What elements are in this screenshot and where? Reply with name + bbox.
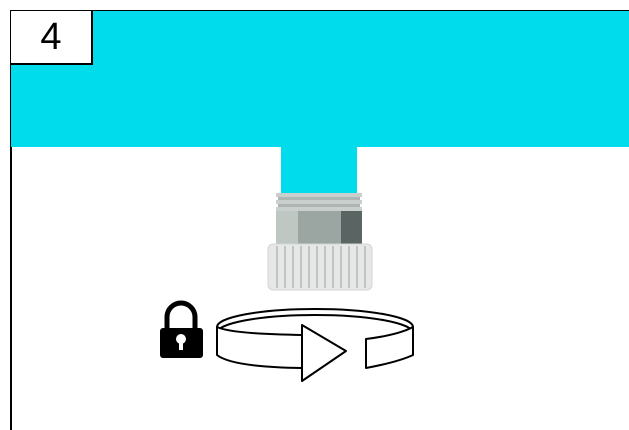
pipe-horizontal (11, 11, 629, 147)
step-number-badge: 4 (11, 11, 93, 65)
padlock-icon (160, 300, 203, 358)
cyan-pipe (11, 11, 629, 194)
step-number: 4 (40, 16, 62, 58)
pipe-stem (281, 146, 357, 194)
hex-nut (276, 211, 362, 244)
rotate-clockwise-arrow-icon (216, 308, 414, 382)
thread-section (276, 193, 362, 211)
knurled-cap (267, 243, 373, 291)
